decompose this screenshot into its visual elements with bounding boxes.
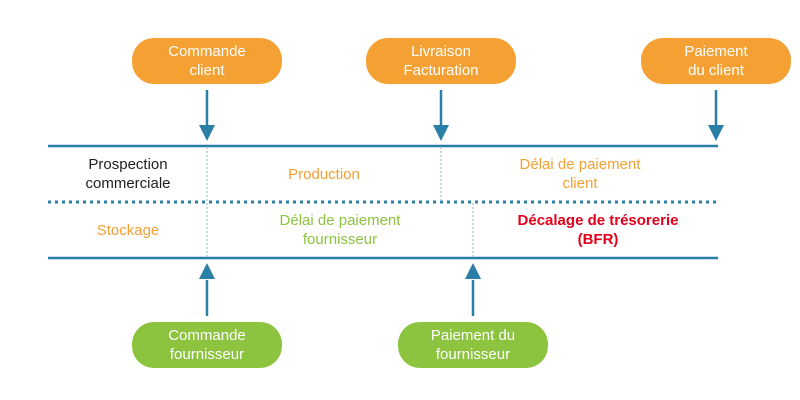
- arrow-down-icon: [199, 125, 215, 141]
- label-stockage: Stockage: [96, 221, 160, 239]
- event-commande-fournisseur: Commande fournisseur: [132, 322, 282, 368]
- event-paiement-client: Paiement du client: [641, 38, 791, 84]
- arrow-down-icon: [433, 125, 449, 141]
- event-commande-client: Commande client: [132, 38, 282, 84]
- label-delai-paiement-fournisseur: Délai de paiement fournisseur: [279, 212, 401, 248]
- arrow-down-icon: [708, 125, 724, 141]
- label-delai-paiement-client: Délai de paiement client: [519, 156, 641, 192]
- label-decalage-tresorerie-bfr: Décalage de trésorerie (BFR): [517, 212, 679, 248]
- arrow-up-icon: [465, 263, 481, 279]
- arrow-up-icon: [199, 263, 215, 279]
- label-prospection-commerciale: Prospection commerciale: [85, 156, 171, 192]
- event-livraison-facturation: Livraison Facturation: [366, 38, 516, 84]
- event-paiement-fournisseur: Paiement du fournisseur: [398, 322, 548, 368]
- label-production: Production: [288, 165, 360, 183]
